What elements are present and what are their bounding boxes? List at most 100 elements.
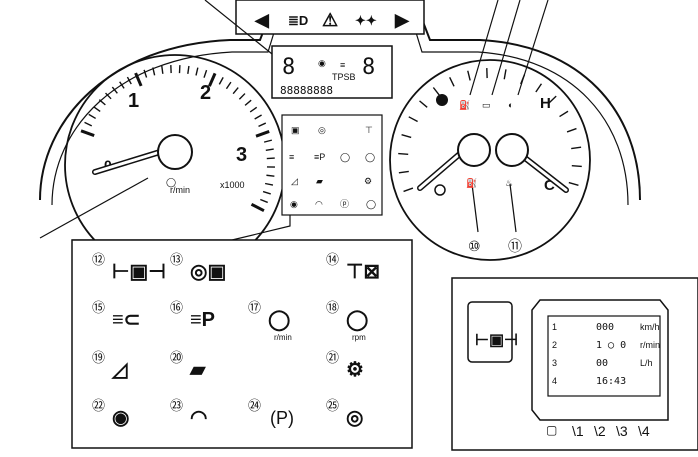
tach-unit: r/min bbox=[170, 185, 190, 195]
pto-parking-icon: ≡P bbox=[190, 309, 215, 331]
tach-tick bbox=[80, 129, 95, 137]
temp-hot-label: H bbox=[540, 95, 551, 112]
mini-parking-icon: ⓟ bbox=[340, 199, 349, 209]
lcd-digit-right: 8 bbox=[362, 55, 375, 80]
tach-tick bbox=[258, 122, 267, 128]
inset-row-unit: L/h bbox=[640, 358, 653, 368]
service-reminder-icon: ⚙ bbox=[346, 359, 364, 381]
legend-items: ⑫⊢▣⊣⑬◎▣⑭⊤⊠⑮≡⊂⑯≡P⑰◯r/min⑱◯rpm⑲◿⑳▰㉑⚙㉒◉㉓◠㉔(… bbox=[92, 252, 380, 429]
lcd-icon-a: ◉ bbox=[318, 58, 326, 68]
shuttle-icon: ▰ bbox=[189, 359, 206, 381]
hitch-icon: ◿ bbox=[111, 359, 128, 381]
inset-button-1: \1 bbox=[572, 423, 584, 439]
tach-mark-1: 1 bbox=[128, 90, 139, 112]
legend-number: ㉑ bbox=[326, 350, 339, 365]
mini-pto-p-icon: ≡P bbox=[314, 152, 325, 162]
inset-row-number: 1 bbox=[552, 322, 557, 332]
mini-difflock-icon: ⊤ bbox=[365, 125, 373, 135]
right-gauge-tick bbox=[401, 133, 412, 139]
tach-tick bbox=[254, 114, 262, 120]
tach-tick bbox=[84, 121, 93, 127]
right-gauge-tick bbox=[571, 165, 582, 168]
tach-tick bbox=[111, 86, 118, 94]
legend-number: ⑫ bbox=[92, 252, 105, 267]
high-beam-icon: ≣D bbox=[288, 13, 308, 28]
inset-row-unit: r/min bbox=[640, 340, 660, 350]
right-gauge-tick bbox=[432, 87, 441, 96]
legend-number: ⑯ bbox=[170, 300, 183, 315]
mini-shuttle-icon: ▰ bbox=[316, 176, 323, 186]
lcd-icon-b: ≡ bbox=[340, 60, 345, 70]
tach-tick bbox=[263, 139, 273, 143]
oil-icon: ◐ bbox=[508, 100, 513, 110]
tach-tick bbox=[232, 87, 239, 95]
pto-clutch-icon: ≡⊂ bbox=[112, 309, 140, 331]
turn-right-icon: ▶ bbox=[394, 10, 410, 30]
tach-tick bbox=[88, 113, 97, 120]
battery-icon: ▭ bbox=[482, 100, 491, 110]
legend-box bbox=[71, 239, 413, 449]
mini-rpm-icon: ◯ bbox=[365, 152, 375, 163]
tach-tick bbox=[187, 65, 190, 74]
tach-tick bbox=[264, 182, 274, 186]
tach-hub bbox=[157, 134, 193, 170]
tach-tick bbox=[262, 190, 271, 195]
tach-tick bbox=[208, 72, 217, 87]
tachometer: 1 2 3 0 ◯ r/min x1000 bbox=[64, 54, 286, 276]
hydraulic-lift-icon: ◠ bbox=[190, 407, 207, 429]
tach-tick bbox=[249, 106, 258, 113]
lcd-row-label: TPSB bbox=[332, 72, 356, 82]
right-gauge-tick bbox=[419, 100, 428, 108]
inset-row-value: 000 bbox=[596, 322, 614, 333]
right-gauge-tick bbox=[408, 116, 418, 123]
right-gauge-tick bbox=[535, 83, 543, 93]
tach-tick bbox=[255, 130, 270, 138]
legend-number: ⑲ bbox=[92, 350, 105, 365]
tach-tick bbox=[266, 157, 275, 160]
legend-item-text: rpm bbox=[352, 333, 366, 342]
fuel-empty-marker bbox=[436, 94, 448, 106]
mini-auto4wd-icon: ◎ bbox=[318, 125, 326, 135]
fuel-gauge-icon: ⛽ bbox=[466, 177, 477, 188]
center-lcd: 8 ◉ ≡ 8 TPSB 88888888 bbox=[271, 45, 393, 99]
mini-hitch-icon: ◿ bbox=[291, 176, 298, 186]
legend-number: ㉔ bbox=[248, 398, 261, 413]
fuel-low-marker bbox=[434, 184, 446, 196]
engine-rpm-icon: ◯ bbox=[346, 309, 368, 332]
tach-tick bbox=[119, 81, 125, 89]
lcd-digit-large: 8 bbox=[282, 55, 295, 80]
engine-speed-up-icon: ◯ bbox=[268, 309, 290, 332]
trailer-icon: ✦✦ bbox=[355, 13, 377, 28]
right-gauge-tick bbox=[559, 110, 569, 118]
inset-button-3: \3 bbox=[616, 423, 628, 439]
right-gauge-cluster: ⛽ ▭ ◐ H C ⛽ ♨ ⑩ ⑪ bbox=[389, 59, 591, 261]
mini-4wd-icon: ▣ bbox=[291, 125, 300, 135]
mini-glow-icon: ◯ bbox=[366, 199, 376, 210]
legend-number: ㉓ bbox=[170, 398, 183, 413]
inset-row-value: 16:43 bbox=[596, 376, 626, 387]
legend-number: ㉒ bbox=[92, 398, 105, 413]
tach-tick bbox=[126, 76, 132, 85]
inset-row-number: 2 bbox=[552, 340, 557, 350]
inset-screen bbox=[547, 315, 661, 397]
temp-gauge-icon: ♨ bbox=[505, 178, 513, 188]
hazard-icon: ⚠ bbox=[322, 10, 338, 30]
inset-menu-button: ▢ bbox=[546, 423, 557, 437]
ref-label-11: ⑪ bbox=[508, 238, 522, 254]
mini-oil-icon: ◉ bbox=[290, 199, 298, 209]
top-indicator-strip: ◀ ≣D ⚠ ✦✦ ▶ bbox=[235, 0, 425, 35]
mini-speed-icon: ◯ bbox=[340, 152, 350, 163]
mini-pto-icon: ≡ bbox=[289, 152, 294, 162]
legend-item-text: r/min bbox=[274, 333, 292, 342]
inset-button-2: \2 bbox=[594, 423, 606, 439]
legend-number: ⑬ bbox=[170, 252, 183, 267]
legend-number: ⑭ bbox=[326, 252, 339, 267]
tach-tick bbox=[98, 99, 106, 106]
tach-tick bbox=[152, 67, 156, 76]
right-gauge-tick bbox=[566, 127, 577, 133]
legend-number: ⑮ bbox=[92, 300, 105, 315]
inset-row-value: 00 bbox=[596, 358, 608, 369]
right-gauge-tick bbox=[568, 181, 579, 187]
inset-button-4: \4 bbox=[638, 423, 650, 439]
